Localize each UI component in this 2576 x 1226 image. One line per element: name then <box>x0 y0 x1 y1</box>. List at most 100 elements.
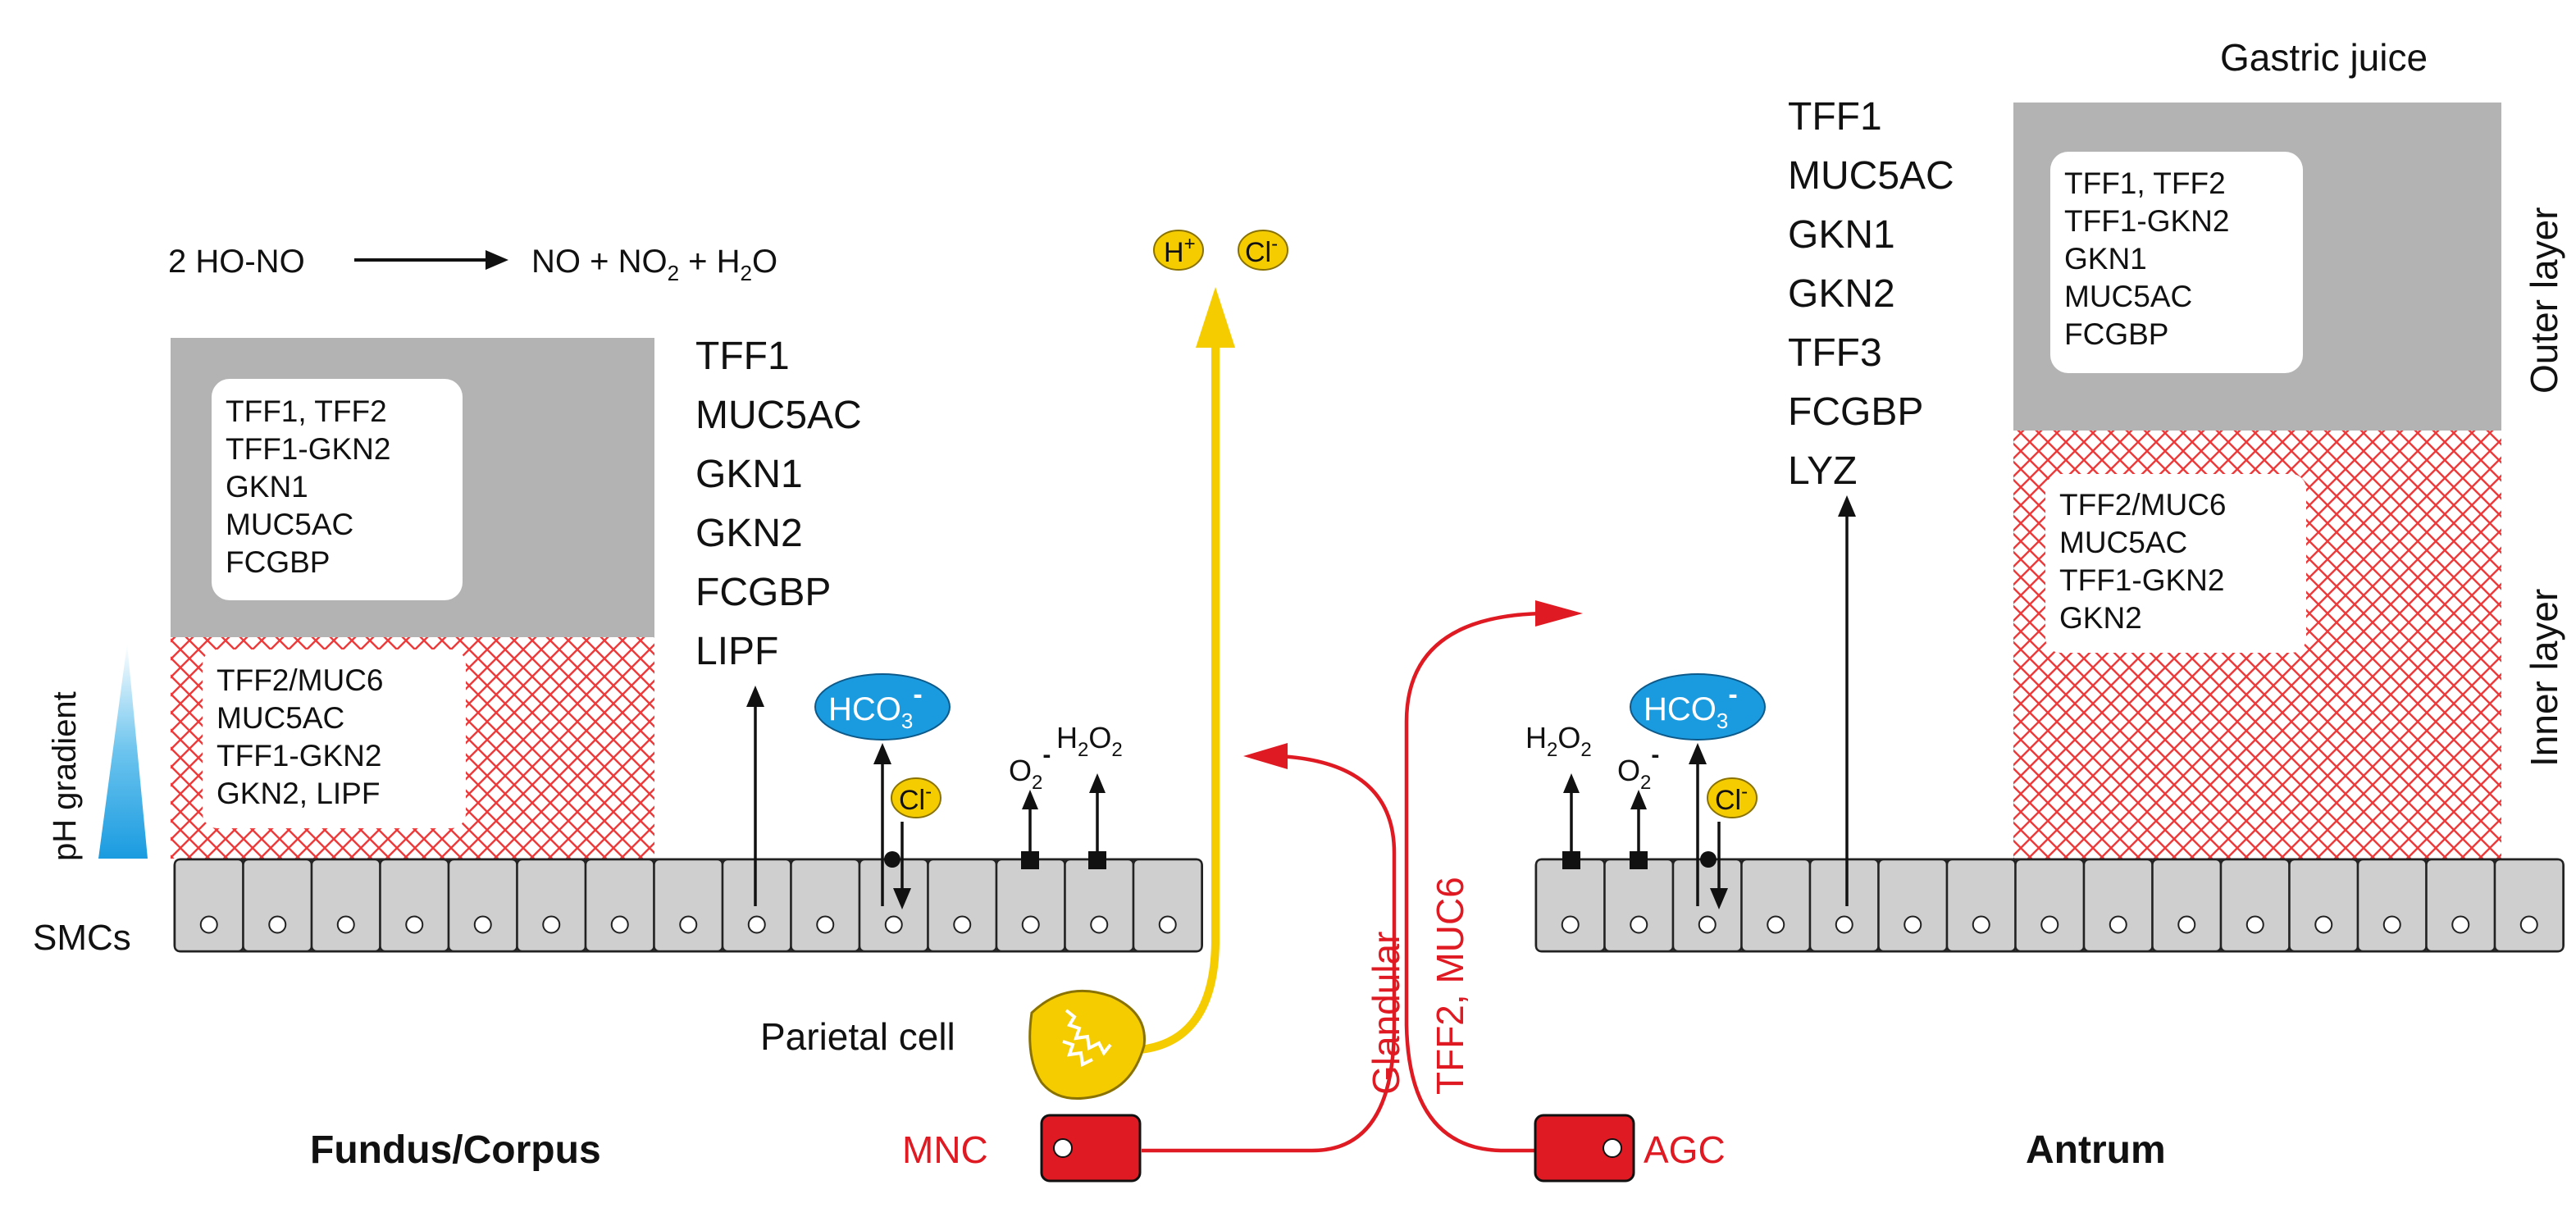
cell-nucleus <box>610 915 629 934</box>
list-item: FCGBP <box>1788 390 1923 434</box>
parietal-acid-pathway <box>1139 287 1235 1054</box>
mnc-path <box>1142 754 1397 1153</box>
cell-nucleus <box>2040 915 2059 934</box>
cell-nucleus <box>747 915 766 934</box>
list-item: TFF1-GKN2 <box>2059 563 2224 597</box>
agc-label: AGC <box>1644 1128 1726 1171</box>
cell-nucleus <box>953 915 972 934</box>
epithelial-cell <box>2493 858 2565 953</box>
agc-arrowhead <box>1535 600 1583 627</box>
transporter-square <box>1562 851 1580 869</box>
cell-nucleus <box>1904 915 1922 934</box>
reaction-arrowhead <box>486 250 508 270</box>
list-item: TFF1, TFF2 <box>2064 166 2226 200</box>
list-item: GKN2 <box>1788 272 1895 316</box>
list-item: MUC5AC <box>1788 154 1954 198</box>
cotransporter-dot <box>884 851 900 868</box>
fundus-inner-list: TFF2/MUC6 MUC5AC TFF1-GKN2 GKN2, LIPF <box>217 663 384 810</box>
cl-minus-ion: Cl- <box>1238 230 1288 271</box>
arrowhead <box>873 743 891 764</box>
list-item: LYZ <box>1788 449 1857 493</box>
arrowhead <box>893 888 911 909</box>
cell-nucleus <box>2314 915 2333 934</box>
epithelial-cell <box>1808 858 1880 953</box>
acid-arrowhead <box>1196 287 1235 348</box>
cell-nucleus <box>2177 915 2196 934</box>
arrowhead <box>1689 743 1707 764</box>
cell-nucleus <box>542 915 561 934</box>
transporter-square <box>1021 851 1039 869</box>
arrowhead <box>1838 495 1856 517</box>
epithelial-cell <box>858 858 929 953</box>
epithelial-cell <box>2288 858 2359 953</box>
fundus-inner-box <box>203 649 466 828</box>
list-item: MUC5AC <box>2059 526 2187 559</box>
transporter-square <box>1630 851 1648 869</box>
list-item: GKN1 <box>2064 242 2147 276</box>
glandular-pathways <box>1142 600 1583 1153</box>
acid-secretion-line <box>1139 344 1220 1054</box>
cell-nucleus <box>2245 915 2264 934</box>
fundus-hco3-ion: HCO3- <box>814 673 951 741</box>
list-item: MUC5AC <box>2064 280 2192 313</box>
list-item: TFF1, TFF2 <box>226 394 387 428</box>
parietal-cell <box>1028 989 1146 1101</box>
list-item: TFF1 <box>1788 95 1882 139</box>
arrowhead <box>1630 790 1647 809</box>
list-item: GKN1 <box>226 470 308 504</box>
epithelial-cell <box>310 858 381 953</box>
outer-layer-label: Outer layer <box>2523 207 2565 394</box>
cell-nucleus <box>679 915 698 934</box>
fundus-cl-ion: Cl- <box>891 777 941 818</box>
antrum-cl-ion: Cl- <box>1707 777 1758 818</box>
epithelial-cell <box>1671 858 1743 953</box>
arrowhead <box>1710 888 1728 909</box>
epithelial-cell <box>790 858 861 953</box>
antrum-mucus-layers: TFF1, TFF2 TFF1-GKN2 GKN1 MUC5AC FCGBP T… <box>2013 103 2501 859</box>
h-plus-ion: H+ <box>1153 230 1204 271</box>
cell-nucleus <box>268 915 287 934</box>
list-item: FCGBP <box>2064 317 2168 351</box>
antrum-o2-label: O2- <box>1617 741 1659 794</box>
reaction-equation: 2 HO-NO NO + NO2 + H2O <box>168 244 777 285</box>
arrowhead <box>746 686 764 707</box>
ph-gradient-triangle <box>98 644 148 859</box>
cell-nucleus <box>199 915 218 934</box>
cell-nucleus <box>1021 915 1040 934</box>
fundus-outer-list: TFF1, TFF2 TFF1-GKN2 GKN1 MUC5AC FCGBP <box>226 394 390 579</box>
agc-path <box>1404 611 1543 1153</box>
list-item: GKN2 <box>695 512 803 555</box>
epithelial-cell <box>379 858 450 953</box>
list-item: TFF1-GKN2 <box>226 432 390 466</box>
epithelial-cell <box>1534 858 1606 953</box>
fundus-epithelium <box>173 858 1203 953</box>
antrum-hco3-ion: HCO3- <box>1630 673 1766 741</box>
svg-text:H+: H+ <box>1164 233 1196 268</box>
antrum-secretion-arrows <box>1562 495 1856 909</box>
reaction-lhs: 2 HO-NO <box>168 244 305 280</box>
antrum-outer-list: TFF1, TFF2 TFF1-GKN2 GKN1 MUC5AC FCGBP <box>2064 166 2229 351</box>
epithelial-cell <box>2356 858 2428 953</box>
list-item: TFF2/MUC6 <box>217 663 384 697</box>
mnc-cell <box>1040 1114 1142 1183</box>
arrowhead <box>1089 773 1106 793</box>
epithelial-cell <box>2151 858 2223 953</box>
list-item: TFF3 <box>1788 331 1882 375</box>
arrowhead <box>1563 773 1580 793</box>
cell-nucleus <box>1158 915 1177 934</box>
epithelial-cell <box>2082 858 2154 953</box>
cell-nucleus <box>1090 915 1109 934</box>
epithelial-cell <box>1603 858 1675 953</box>
list-item: GKN1 <box>1788 213 1895 257</box>
antrum-epithelium <box>1534 858 2565 953</box>
cell-nucleus <box>336 915 355 934</box>
epithelial-cell <box>1877 858 1949 953</box>
cell-nucleus <box>1561 915 1580 934</box>
list-item: TFF2/MUC6 <box>2059 488 2227 522</box>
cell-nucleus <box>2382 915 2401 934</box>
agc-cell <box>1534 1114 1635 1183</box>
smcs-label: SMCs <box>33 918 131 958</box>
epithelial-cell <box>173 858 244 953</box>
cell-nucleus <box>1698 915 1717 934</box>
